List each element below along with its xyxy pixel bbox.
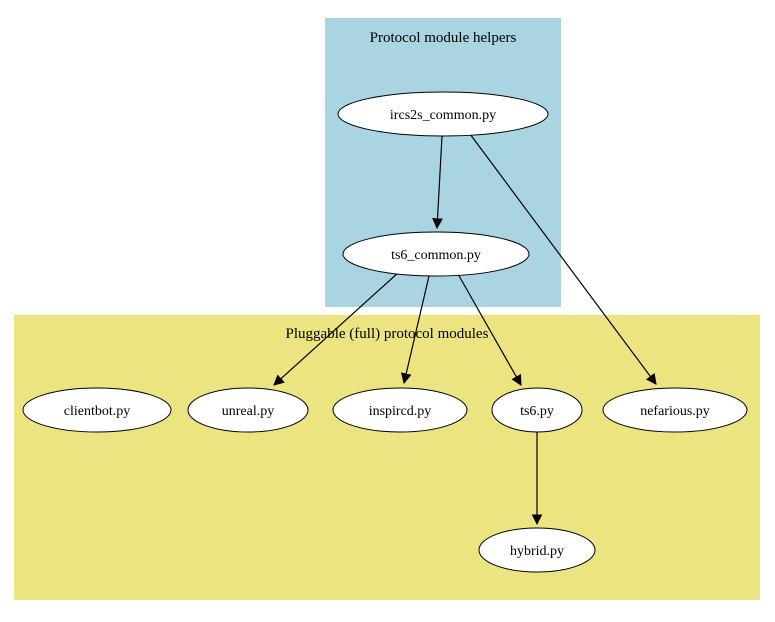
node-inspircd: inspircd.py — [332, 387, 468, 433]
node-unreal-label: unreal.py — [222, 404, 274, 419]
node-clientbot-shape — [22, 387, 172, 433]
node-nefarious: nefarious.py — [602, 387, 748, 433]
node-nefarious-shape — [602, 387, 748, 433]
cluster-pluggable: Pluggable (full) protocol modules — [14, 315, 760, 600]
cluster-pluggable-box — [14, 315, 760, 600]
node-unreal-shape — [187, 387, 309, 433]
edges — [273, 133, 657, 526]
node-inspircd-label: inspircd.py — [369, 404, 432, 419]
node-hybrid: hybrid.py — [478, 527, 596, 573]
cluster-pluggable-label: Pluggable (full) protocol modules — [286, 326, 489, 342]
cluster-helpers-label: Protocol module helpers — [370, 30, 517, 46]
node-ircs2s_common-label: ircs2s_common.py — [390, 108, 496, 123]
edge-ts6_common-ts6 — [457, 273, 522, 386]
node-clientbot: clientbot.py — [22, 387, 172, 433]
edge-ts6_common-inspircd — [400, 275, 430, 385]
node-ts6_common-label: ts6_common.py — [391, 248, 481, 263]
node-ts6_common: ts6_common.py — [342, 231, 530, 277]
edge-ircs2s_common-nefarious — [469, 133, 657, 385]
node-ircs2s_common: ircs2s_common.py — [337, 91, 549, 137]
node-ts6-label: ts6.py — [520, 404, 554, 419]
node-unreal: unreal.py — [187, 387, 309, 433]
node-nefarious-label: nefarious.py — [640, 404, 710, 419]
node-ts6-shape — [491, 387, 583, 433]
edge-ircs2s_common-ts6_common — [432, 135, 443, 230]
node-hybrid-label: hybrid.py — [510, 544, 564, 559]
node-clientbot-label: clientbot.py — [64, 404, 131, 419]
edge-ts6_common-unreal — [273, 271, 400, 386]
node-ts6: ts6.py — [491, 387, 583, 433]
node-ts6_common-shape — [342, 231, 530, 277]
node-hybrid-shape — [478, 527, 596, 573]
node-inspircd-shape — [332, 387, 468, 433]
node-ircs2s_common-shape — [337, 91, 549, 137]
